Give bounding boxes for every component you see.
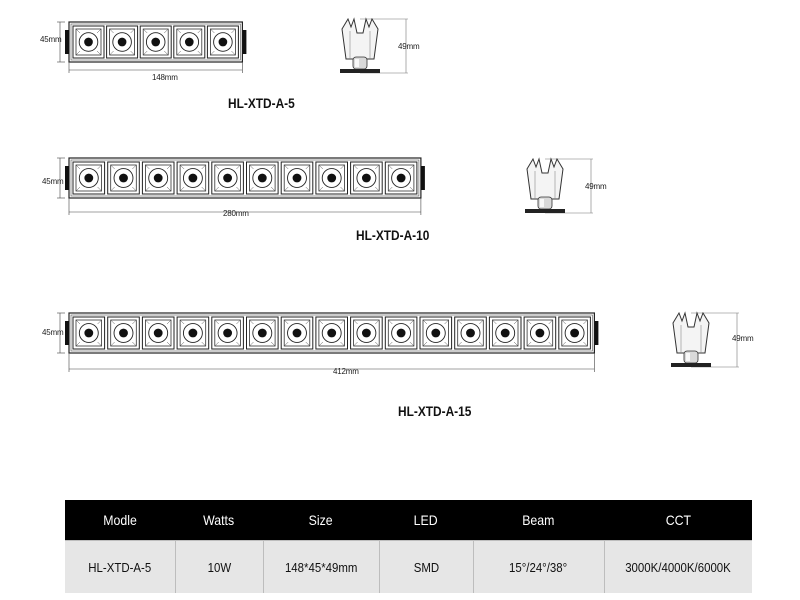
height-label-a10: 45mm — [42, 177, 64, 186]
header-cct: CCT — [604, 500, 752, 541]
table-row: HL-XTD-A-5 10W 148*45*49mm SMD 15°/24°/3… — [65, 540, 752, 593]
side-view-a10 — [525, 157, 593, 214]
front-view-a15 — [57, 312, 599, 372]
front-view-a5 — [57, 21, 247, 73]
spec-table: Modle Watts Size LED Beam CCT HL-XTD-A-5… — [65, 500, 752, 593]
led-cell — [139, 25, 172, 59]
led-cell — [72, 25, 105, 59]
header-size: Size — [263, 500, 379, 541]
led-cell — [558, 316, 591, 350]
width-label-a15: 412mm — [333, 367, 359, 376]
height-label-a5: 45mm — [40, 35, 62, 44]
cell-watts: 10W — [174, 540, 263, 593]
led-cell — [106, 25, 139, 59]
depth-label-a5: 49mm — [398, 42, 420, 51]
led-cell — [419, 316, 453, 350]
cell-cct: 3000K/4000K/6000K — [603, 540, 752, 593]
cell-beam: 15°/24°/38° — [472, 540, 604, 593]
led-cell — [173, 25, 206, 59]
led-cell — [488, 316, 522, 350]
depth-label-a10: 49mm — [585, 182, 607, 191]
led-cell — [141, 161, 175, 195]
header-beam: Beam — [473, 500, 604, 541]
model-label-a15: HL-XTD-A-15 — [398, 403, 472, 419]
led-cell — [107, 316, 140, 350]
led-cell — [176, 316, 210, 350]
led-cell — [206, 25, 239, 59]
led-cell — [454, 316, 487, 350]
led-cell — [384, 316, 418, 350]
cell-led: SMD — [378, 540, 473, 593]
height-label-a15: 45mm — [42, 328, 64, 337]
header-led: LED — [379, 500, 473, 541]
depth-label-a15: 49mm — [732, 334, 754, 343]
product-drawing-a5: 45mm 148mm 49mm HL-XTD-A-5 — [0, 0, 800, 120]
led-cell — [246, 316, 279, 350]
front-view-a10 — [57, 157, 425, 215]
cell-model: HL-XTD-A-5 — [65, 540, 175, 593]
led-cell — [280, 316, 314, 350]
led-cell — [176, 161, 210, 195]
led-cell — [211, 316, 244, 350]
led-cell — [141, 316, 175, 350]
led-cell — [246, 161, 279, 195]
led-cell — [211, 161, 244, 195]
side-view-a5 — [340, 17, 408, 74]
led-cell — [523, 316, 557, 350]
model-label-a5: HL-XTD-A-5 — [228, 95, 295, 111]
cell-size: 148*45*49mm — [262, 540, 379, 593]
led-cell — [107, 161, 140, 195]
led-cell — [315, 316, 348, 350]
led-cell — [350, 161, 383, 195]
width-label-a5: 148mm — [152, 73, 178, 82]
led-cell — [280, 161, 314, 195]
led-cell — [72, 161, 106, 195]
width-label-a10: 280mm — [223, 209, 249, 218]
model-label-a10: HL-XTD-A-10 — [356, 227, 430, 243]
product-drawing-a10: 45mm 280mm 49mm HL-XTD-A-10 — [0, 140, 800, 250]
table-header-row: Modle Watts Size LED Beam CCT — [65, 500, 752, 541]
side-view-a15 — [671, 311, 739, 368]
led-cell — [315, 161, 348, 195]
led-cell — [72, 316, 106, 350]
led-cell — [384, 161, 418, 195]
product-drawing-a15: 45mm 412mm 49mm HL-XTD-A-15 — [0, 295, 800, 425]
header-watts: Watts — [175, 500, 263, 541]
header-model: Modle — [65, 500, 175, 541]
led-cell — [350, 316, 383, 350]
